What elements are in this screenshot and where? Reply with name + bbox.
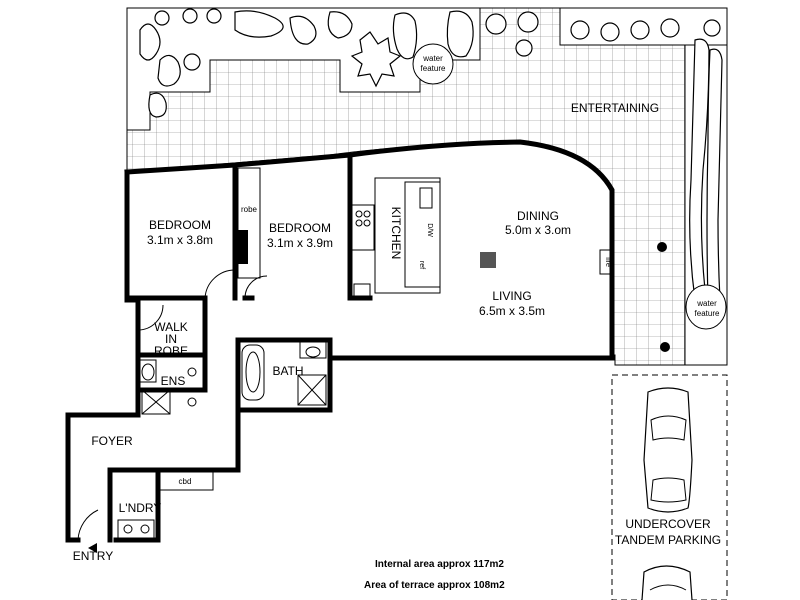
bath-label: BATH bbox=[272, 364, 303, 378]
dining-label: DINING bbox=[517, 209, 559, 223]
wardrobe-panel bbox=[236, 230, 248, 264]
car-icon bbox=[641, 565, 693, 600]
terrace: water feature water feature ENTERTAINING bbox=[126, 7, 728, 366]
parking-label-2: TANDEM PARKING bbox=[615, 533, 721, 547]
area-summary: Internal area approx 117m2 Area of terra… bbox=[364, 559, 505, 591]
car-icon bbox=[643, 387, 693, 513]
cupboard-label: cbd bbox=[179, 477, 192, 486]
garden-shrubs bbox=[139, 8, 723, 307]
water-feature-top: water feature bbox=[412, 43, 454, 85]
walk-in-robe-label-3: ROBE bbox=[154, 344, 188, 358]
interior bbox=[68, 142, 612, 540]
walls bbox=[65, 139, 615, 543]
water-feature-right-label: water bbox=[696, 299, 717, 308]
dishwasher-label: D/W bbox=[426, 223, 433, 237]
entertaining-label: ENTERTAINING bbox=[571, 101, 659, 115]
entry-arrow-icon bbox=[88, 543, 97, 553]
ensuite-label: ENS bbox=[161, 374, 186, 388]
water-feature-top-label: water bbox=[422, 54, 443, 63]
walk-in-robe-label-1: WALK bbox=[154, 320, 188, 334]
water-feature-right-label-2: feature bbox=[695, 309, 720, 318]
post-marker bbox=[657, 242, 667, 252]
living-size: 6.5m x 3.5m bbox=[479, 304, 545, 318]
walk-in-robe-label-2: IN bbox=[165, 332, 177, 346]
foyer-label: FOYER bbox=[91, 434, 133, 448]
post-marker bbox=[660, 342, 670, 352]
parking: UNDERCOVER TANDEM PARKING bbox=[611, 374, 728, 600]
bedroom2-label: BEDROOM bbox=[269, 221, 331, 235]
terrace-area-text: Area of terrace approx 108m2 bbox=[364, 580, 505, 591]
dining-size: 5.0m x 3.om bbox=[505, 223, 571, 237]
room-labels: BEDROOM 3.1m x 3.8m BEDROOM 3.1m x 3.9m … bbox=[73, 207, 571, 563]
dining-table bbox=[480, 252, 496, 268]
parking-label-1: UNDERCOVER bbox=[625, 517, 711, 531]
fixture-lines: robe D/W ref fire bbox=[77, 167, 613, 541]
bedroom1-size: 3.1m x 3.8m bbox=[147, 233, 213, 247]
internal-area-text: Internal area approx 117m2 bbox=[375, 559, 504, 570]
fire-label: fire bbox=[604, 257, 611, 267]
water-feature-top-label-2: feature bbox=[421, 64, 446, 73]
living-label: LIVING bbox=[492, 289, 531, 303]
entry-label: ENTRY bbox=[73, 549, 113, 563]
robe-label: robe bbox=[241, 205, 258, 214]
laundry-label: L'NDRY bbox=[119, 501, 162, 515]
bedroom1-label: BEDROOM bbox=[149, 218, 211, 232]
fridge-label: ref bbox=[418, 261, 425, 269]
kitchen-label: KITCHEN bbox=[389, 207, 403, 260]
water-feature-right: water feature bbox=[685, 284, 727, 330]
bedroom2-size: 3.1m x 3.9m bbox=[267, 236, 333, 250]
